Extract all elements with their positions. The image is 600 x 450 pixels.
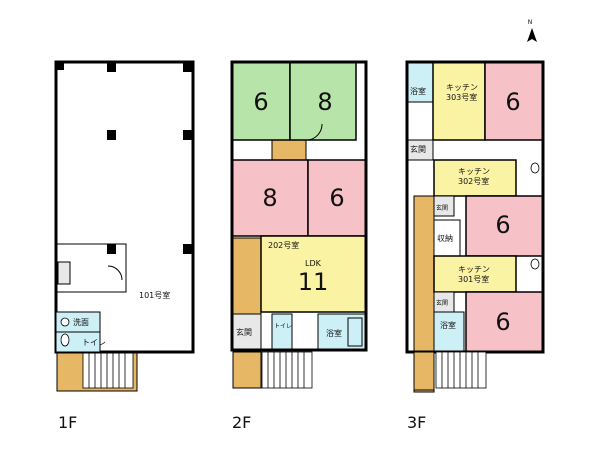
corridor-2f-upper <box>271 139 307 161</box>
pillar <box>183 62 193 72</box>
closet-1f <box>55 243 127 293</box>
storage-label: 収納 <box>437 233 453 243</box>
floor-1f: 洗面 トイレ 101号室 1F <box>54 60 195 432</box>
corridor-3f-bottom <box>413 351 435 391</box>
bathtub-2f <box>347 317 363 347</box>
north-compass: N <box>527 19 537 42</box>
entrance-302-label: 玄関 <box>436 204 448 212</box>
toilet-label-2f: トイレ <box>274 323 292 330</box>
pillar <box>107 62 116 72</box>
room-302 <box>465 195 544 257</box>
tatami-left-size: 6 <box>253 88 268 116</box>
stairs-1f <box>82 351 134 389</box>
bath-3f-top <box>406 61 434 103</box>
kitchen-301-label: キッチン <box>458 265 490 274</box>
north-arrow-icon <box>527 28 537 42</box>
unit-101-room <box>54 60 195 354</box>
corridor-2f-left <box>232 237 262 315</box>
kitchen-303 <box>432 61 486 141</box>
western-left-size: 8 <box>262 184 277 212</box>
toilet-label-1f: トイレ <box>82 338 106 347</box>
room-303 <box>484 61 544 141</box>
kitchen-302-label: キッチン <box>458 167 490 176</box>
toilet-2f <box>271 313 293 351</box>
bath-label-3f-bottom: 浴室 <box>440 320 456 330</box>
bath-2f <box>317 313 367 351</box>
ldk-size: 11 <box>298 268 329 296</box>
entrance-label-2f: 玄関 <box>236 327 252 337</box>
stairs-2f <box>261 351 313 389</box>
unit-202-label: 202号室 <box>268 240 299 250</box>
door-swing-2f <box>307 123 323 141</box>
pillar <box>183 244 193 254</box>
kitchen-302 <box>433 159 517 197</box>
entrance-301-label: 玄関 <box>436 299 448 307</box>
floor-shell-2f <box>230 60 368 352</box>
ldk-label: LDK <box>305 259 322 268</box>
bath-3f-bottom <box>433 311 465 353</box>
bath-label-3f-top: 浴室 <box>410 86 426 96</box>
tatami-right-size: 8 <box>317 88 332 116</box>
toilet-fixture <box>60 333 70 347</box>
washroom-label-1f: 洗面 <box>73 317 89 327</box>
pillar <box>56 62 64 70</box>
sink-fixture <box>60 317 70 327</box>
stairs-3f <box>435 351 487 389</box>
entrance-302 <box>433 195 455 217</box>
western-room-right <box>307 159 367 237</box>
unit-301-label: 301号室 <box>458 274 489 284</box>
room-301 <box>465 291 544 353</box>
compass-north-label: N <box>528 19 533 26</box>
room-302-size: 6 <box>495 211 510 239</box>
toilet-fixture <box>530 258 540 270</box>
door-swing-1f <box>107 265 123 281</box>
pillar <box>183 130 193 140</box>
balcony-2f <box>232 351 262 389</box>
ldk-room <box>260 235 367 313</box>
floor-label-1f: 1F <box>58 413 77 432</box>
room-301-size: 6 <box>495 308 510 336</box>
room-303-size: 6 <box>505 88 520 116</box>
kitchenette-1f <box>57 261 71 285</box>
kitchen-301 <box>433 255 517 293</box>
floor-label-2f: 2F <box>232 413 251 432</box>
pillar <box>107 130 116 140</box>
toilet-fixture <box>530 162 540 174</box>
pillar <box>107 244 116 254</box>
entrance-label-3f: 玄関 <box>410 144 426 154</box>
unit-101-label: 101号室 <box>139 290 170 300</box>
unit-303-label: 303号室 <box>446 92 477 102</box>
tatami-room-right <box>289 61 357 141</box>
floor-3f: 浴室 キッチン 303号室 6 玄関 キッチン 302号室 玄関 収納 6 キッ… <box>405 60 545 432</box>
western-right-size: 6 <box>329 184 344 212</box>
kitchen-303-label: キッチン <box>446 83 478 92</box>
floor-2f: 6 8 8 6 202号室 LDK 11 玄関 トイレ 浴室 2F <box>230 60 368 432</box>
floor-label-3f: 3F <box>407 413 426 432</box>
unit-302-label: 302号室 <box>458 176 489 186</box>
bath-label-2f: 浴室 <box>326 328 342 338</box>
